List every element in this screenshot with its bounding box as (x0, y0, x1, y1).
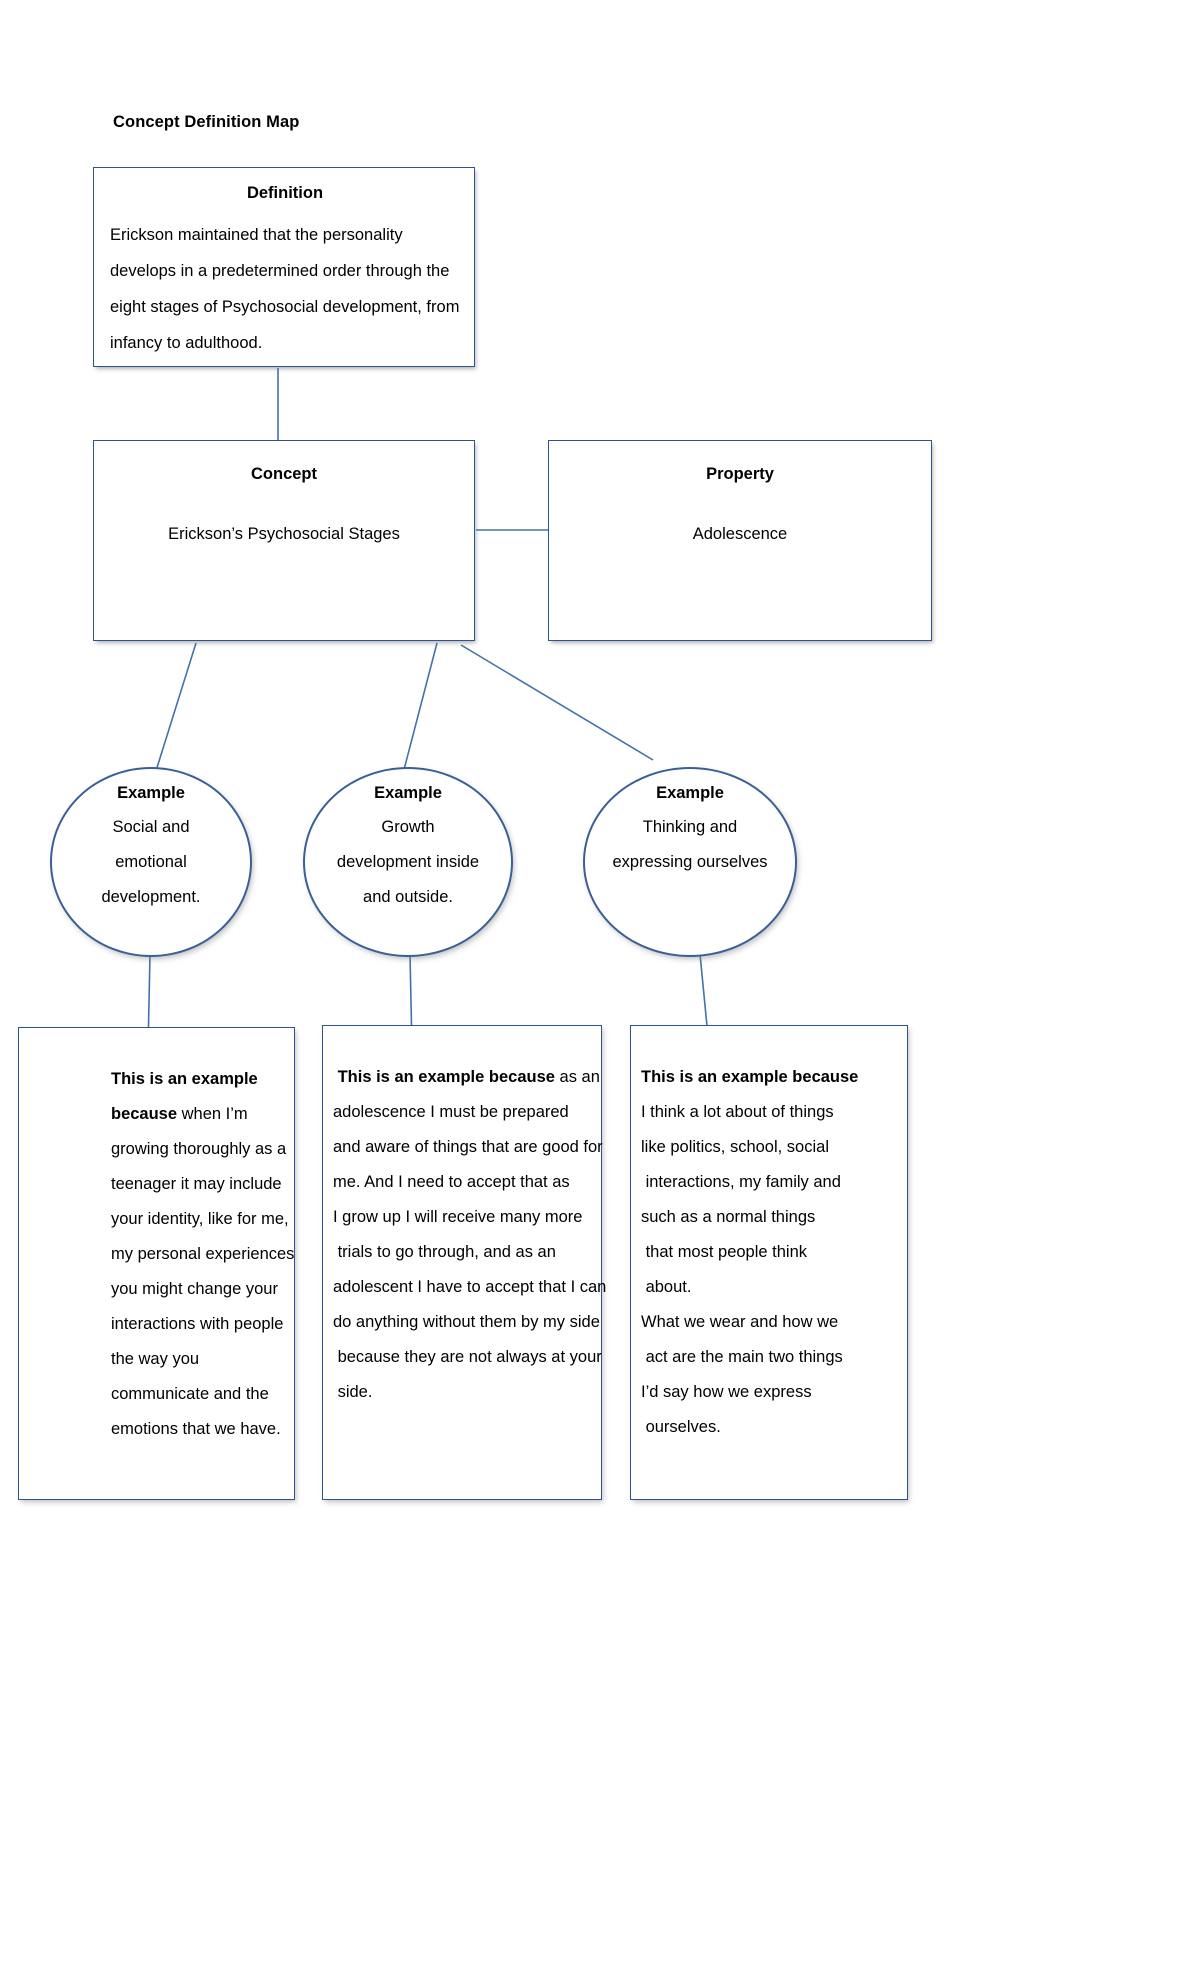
property-box[interactable]: Property Adolescence (548, 440, 932, 641)
example-circle-3[interactable]: Example Thinking and expressing ourselve… (583, 767, 797, 957)
example-circle-3-body: Thinking and expressing ourselves (612, 818, 768, 872)
concept-box-title: Concept (251, 465, 317, 483)
example-circle-2[interactable]: Example Growth development inside and ou… (303, 767, 513, 957)
example-circle-1-title: Example (117, 784, 185, 802)
example-circle-3-title: Example (656, 784, 724, 802)
page-title: Concept Definition Map (113, 113, 300, 131)
definition-box[interactable]: Definition Erickson maintained that the … (93, 167, 475, 367)
example-circle-1-body: Social and emotional development. (101, 818, 201, 907)
connector-concept-to-example-2 (399, 642, 438, 786)
example-circle-1[interactable]: Example Social and emotional development… (50, 767, 252, 957)
definition-box-title: Definition (246, 184, 324, 202)
concept-box-body: Erickson’s Psychosocial Stages (168, 525, 400, 544)
connector-concept-to-example-3 (460, 644, 654, 761)
definition-box-body: Erickson maintained that the personality… (110, 226, 460, 353)
example-circle-2-title: Example (374, 784, 442, 802)
concept-box[interactable]: Concept Erickson’s Psychosocial Stages (93, 440, 475, 641)
property-box-body: Adolescence (692, 525, 788, 544)
property-box-title: Property (706, 465, 774, 483)
example-circle-2-body: Growth development inside and outside. (336, 818, 480, 907)
